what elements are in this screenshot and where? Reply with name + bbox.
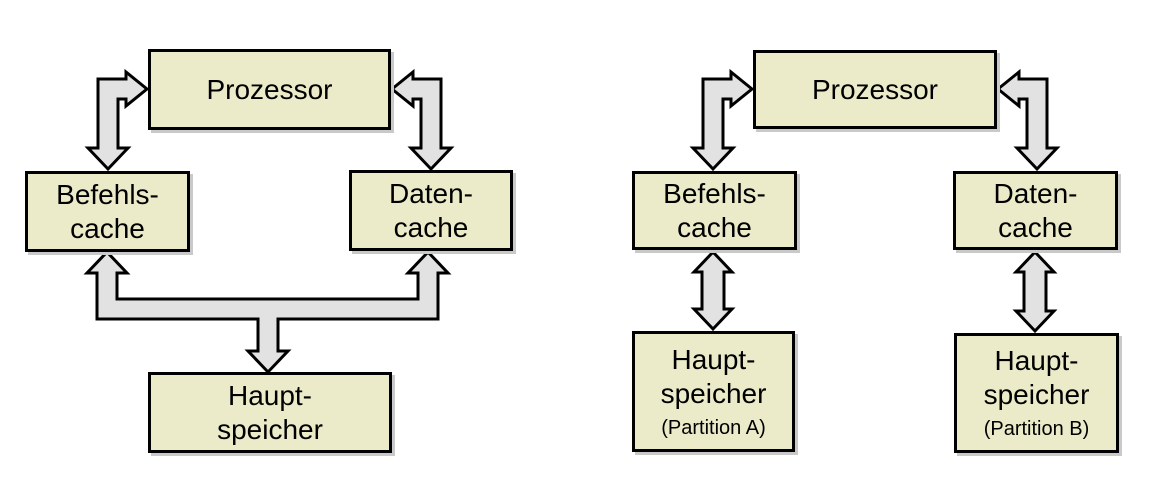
node-label-line: Haupt- bbox=[227, 379, 313, 411]
arrow-caches-hauptspeicher-branch-icon bbox=[83, 249, 452, 375]
node-label-line: Befehls- bbox=[663, 177, 766, 209]
arrow-prozessor-befehlscache-left-icon bbox=[84, 68, 150, 172]
node-label-line: speicher bbox=[217, 413, 323, 445]
node-label-line: Haupt- bbox=[671, 343, 756, 375]
arrow-prozessor-datencache-left-icon bbox=[389, 68, 455, 172]
node-label-line: cache bbox=[70, 212, 145, 244]
arrow-datencache-partition-b-icon bbox=[1012, 249, 1058, 334]
node-label-line: speicher bbox=[983, 379, 1090, 410]
node-label-line: Befehls- bbox=[56, 178, 159, 210]
node-label-line: Haupt- bbox=[994, 345, 1079, 376]
node-haupt-speicher-partition-a: Haupt- speicher (Partition A) bbox=[632, 331, 795, 452]
node-label-line: speicher bbox=[660, 377, 767, 409]
node-label-line: cache bbox=[677, 211, 752, 243]
node-prozessor-left: Prozessor bbox=[148, 49, 391, 130]
node-label-line: cache bbox=[393, 211, 469, 243]
node-label-line: cache bbox=[998, 211, 1073, 243]
node-befehls-cache-left: Befehls- cache bbox=[25, 171, 190, 252]
node-befehls-cache-right: Befehls- cache bbox=[632, 171, 797, 250]
node-prozessor-right: Prozessor bbox=[753, 50, 997, 129]
node-daten-cache-left: Daten- cache bbox=[349, 170, 513, 251]
node-haupt-speicher-partition-b: Haupt- speicher (Partition B) bbox=[954, 333, 1119, 453]
arrow-prozessor-datencache-right-icon bbox=[995, 68, 1061, 172]
partition-label: (Partition A) bbox=[661, 416, 766, 439]
node-label: Prozessor bbox=[206, 73, 333, 105]
partition-label: (Partition B) bbox=[983, 418, 1090, 440]
node-label: Prozessor bbox=[811, 73, 939, 105]
arrow-befehlscache-partition-a-icon bbox=[690, 249, 736, 332]
node-daten-cache-right: Daten- cache bbox=[953, 171, 1118, 250]
node-label-line: Daten- bbox=[993, 177, 1078, 209]
arrow-prozessor-befehlscache-right-icon bbox=[689, 68, 755, 172]
node-haupt-speicher-left: Haupt- speicher bbox=[148, 372, 392, 453]
node-label-line: Daten- bbox=[388, 177, 474, 209]
